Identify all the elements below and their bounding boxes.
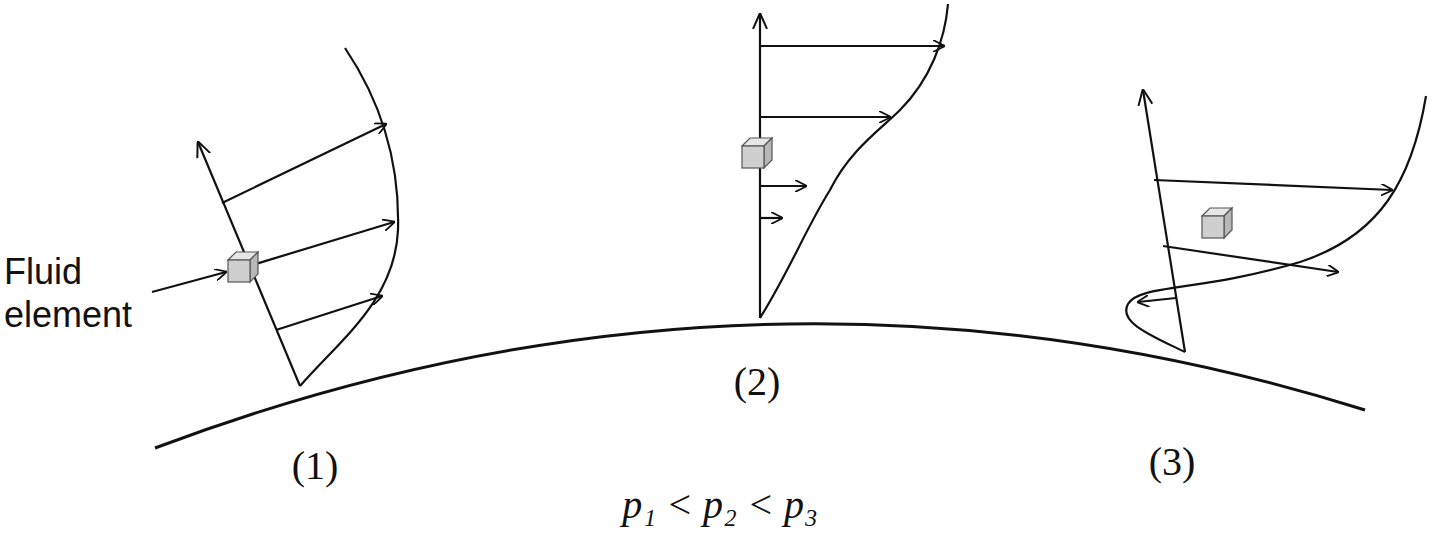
leader-arrow [152, 272, 226, 292]
velocity-profile [1126, 90, 1426, 352]
pressure-relation: p₁ < p₂ < p₃ [622, 483, 818, 527]
station-number: (1) [292, 444, 339, 488]
fluid-element-cube [1202, 208, 1232, 238]
station-number: (2) [734, 360, 781, 404]
velocity-profile [760, 4, 948, 318]
station-number: (3) [1149, 440, 1196, 484]
fluid-element-cube [742, 138, 772, 168]
velocity-profile [198, 48, 398, 386]
annotation-label: Fluid element [4, 250, 154, 336]
fluid-element-cube [228, 252, 258, 282]
